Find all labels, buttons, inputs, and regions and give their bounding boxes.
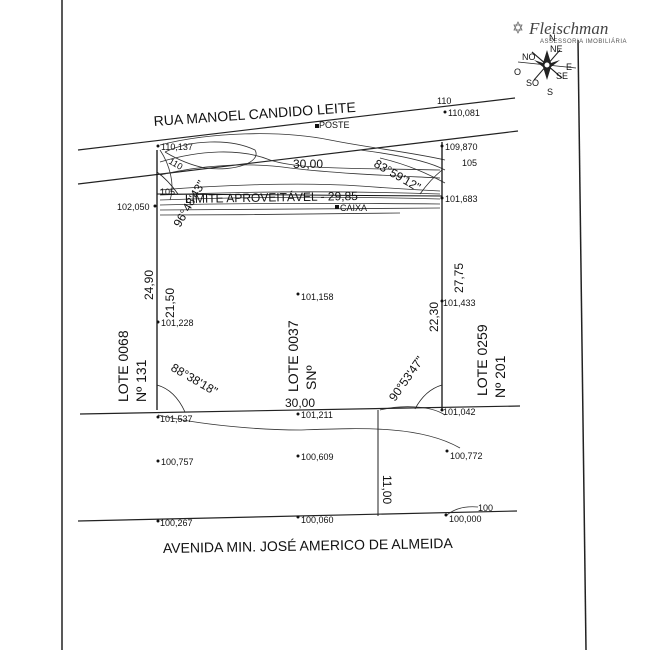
setback-label: 11,00	[380, 475, 394, 504]
elev-13: 100,609	[301, 452, 334, 462]
lot-center-number: SNº	[303, 365, 319, 390]
lot-right-number: Nº 201	[492, 355, 508, 398]
elev-6: 101,158	[301, 292, 334, 302]
elev-5: 101,683	[445, 194, 478, 204]
angle-bottom-right-label: 90°53'47"	[386, 354, 427, 404]
compass-o-label: O	[514, 67, 521, 77]
elev-12: 100,757	[161, 457, 194, 467]
street-top-edge-lower	[77, 130, 519, 185]
star-icon	[513, 21, 523, 31]
elev-1: 110,081	[448, 108, 480, 118]
logo-brand: Fleischman	[528, 19, 608, 38]
poste-marker	[315, 124, 319, 128]
caixa-label: CAIXA	[340, 203, 367, 213]
elev-3: 109,870	[445, 142, 478, 152]
bottom-width-label: 30,00	[285, 396, 315, 410]
right-outer-label: 27,75	[452, 263, 466, 293]
elev-16: 100,060	[301, 515, 334, 525]
compass-e-label: E	[566, 62, 572, 72]
logo-tagline: ASSESSORIA IMOBILIÁRIA	[540, 38, 627, 45]
lot-center-code: LOTE 0037	[285, 320, 301, 392]
contour-lines	[157, 133, 479, 516]
elev-7: 101,228	[161, 318, 194, 328]
lot-left-number: Nº 131	[133, 359, 149, 402]
elev-14: 100,772	[450, 451, 483, 461]
top-width-label: 30,00	[293, 157, 323, 171]
compass-no-label: NO	[522, 52, 536, 62]
compass-se-label: SE	[556, 71, 568, 81]
street-bottom-name: AVENIDA MIN. JOSÉ AMERICO DE ALMEIDA	[163, 535, 454, 556]
contour-105a-label: 105	[462, 158, 477, 168]
elev-11: 101,042	[443, 407, 476, 417]
left-outer-label: 24,90	[142, 270, 156, 300]
elev-9: 101,537	[160, 414, 193, 424]
elev-10: 101,211	[301, 410, 333, 420]
limite-label: LIMITE APROVEITÁVEL - 29,85	[185, 188, 359, 206]
contour-100-label: 100	[478, 503, 493, 513]
caixa-marker	[335, 205, 339, 209]
street-bottom-edge-upper	[79, 405, 521, 415]
compass-n-label: N	[549, 33, 556, 43]
frame-right-line	[577, 39, 587, 651]
contour-105b-label: 105	[160, 187, 175, 197]
left-inner-label: 21,50	[163, 288, 177, 318]
angle-bottom-left-label: 88°38'18"	[169, 360, 221, 398]
right-inner-label: 22,30	[427, 302, 441, 332]
brand-logo: Fleischman ASSESSORIA IMOBILIÁRIA	[513, 19, 627, 45]
contour-110-label: 110	[437, 96, 451, 106]
compass-rose-icon: N NE NO E O SE SO S	[514, 33, 577, 97]
compass-ne-label: NE	[550, 44, 563, 54]
street-top-edge-upper	[77, 97, 516, 151]
lot-left-code: LOTE 0068	[115, 330, 131, 402]
compass-so-label: SO	[526, 78, 539, 88]
elev-2: 110,137	[161, 142, 193, 152]
elev-15: 100,267	[160, 518, 193, 528]
compass-s-label: S	[547, 87, 553, 97]
poste-label: POSTE	[319, 120, 350, 130]
lot-right-code: LOTE 0259	[474, 324, 490, 396]
elev-4: 102,050	[117, 202, 150, 212]
elev-8: 101,433	[443, 298, 476, 308]
elev-17: 100,000	[449, 514, 482, 524]
limite-line	[156, 193, 443, 197]
